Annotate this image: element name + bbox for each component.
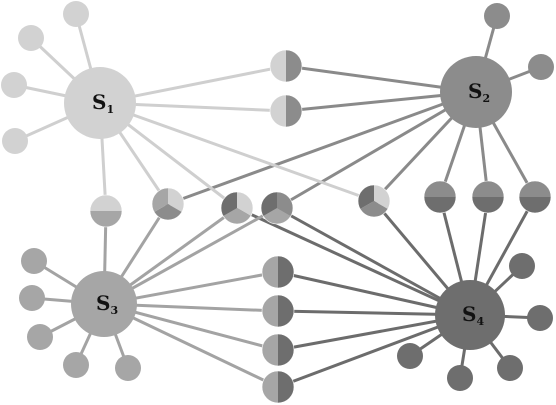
shared-node-s2-s4-b bbox=[471, 180, 505, 214]
shared-node-s2-s3-s4 bbox=[260, 191, 294, 225]
hub-s1: S1 bbox=[64, 67, 136, 139]
leaf-node-s3-2 bbox=[19, 285, 45, 311]
leaf-node-s4-5 bbox=[397, 343, 423, 369]
hub-subscript: 1 bbox=[106, 103, 114, 116]
leaf-node-s2-1 bbox=[484, 3, 510, 29]
hub-s2: S2 bbox=[440, 56, 512, 128]
leaf-node-s1-2 bbox=[63, 1, 89, 27]
hub-subscript: 3 bbox=[110, 304, 118, 317]
shared-node-s2-s4-a bbox=[423, 180, 457, 214]
edge-s1-shared-node-s1-s2-s4 bbox=[99, 101, 375, 203]
shared-node-s1-s3-s4 bbox=[220, 191, 254, 225]
hub-label-s1: S1 bbox=[92, 90, 114, 116]
hub-s3: S3 bbox=[71, 271, 137, 337]
leaf-node-s4-2 bbox=[527, 305, 553, 331]
leaf-node-s1-4 bbox=[2, 128, 28, 154]
leaf-node-s3-1 bbox=[21, 248, 47, 274]
hub-label-s4: S4 bbox=[462, 302, 484, 328]
hub-letter: S bbox=[468, 79, 482, 103]
hub-letter: S bbox=[462, 302, 476, 326]
leaf-node-s1-1 bbox=[18, 25, 44, 51]
hub-subscript: 4 bbox=[476, 315, 484, 328]
leaf-node-s4-3 bbox=[497, 355, 523, 381]
hub-letter: S bbox=[92, 90, 106, 114]
leaf-node-s3-4 bbox=[63, 352, 89, 378]
edge-s2-shared-node-s1-s2-s3 bbox=[167, 90, 477, 206]
leaf-node-s4-1 bbox=[509, 253, 535, 279]
shared-node-s1-s2-bottom bbox=[269, 94, 303, 128]
shared-node-s1-s2-top bbox=[269, 49, 303, 83]
leaf-node-s3-5 bbox=[115, 355, 141, 381]
hub-subscript: 2 bbox=[482, 92, 490, 105]
leaf-node-s4-4 bbox=[447, 365, 473, 391]
shared-node-s2-s4-c bbox=[518, 180, 552, 214]
edge-s2-shared-node-s2-s3-s4 bbox=[276, 90, 477, 210]
hub-s4: S4 bbox=[435, 280, 505, 350]
shared-node-s1-s2-s3 bbox=[151, 187, 185, 221]
shared-node-s3-s4-a bbox=[261, 255, 295, 289]
hub-letter: S bbox=[96, 291, 110, 315]
edge-s4-shared-node-s2-s3-s4 bbox=[276, 206, 471, 317]
shared-node-s1-s2-s4 bbox=[357, 184, 391, 218]
leaf-node-s1-3 bbox=[1, 72, 27, 98]
shared-node-s3-s4-c bbox=[261, 333, 295, 367]
leaf-node-s2-2 bbox=[528, 54, 554, 80]
shared-node-s3-s4-d bbox=[261, 370, 295, 404]
hub-label-s3: S3 bbox=[96, 291, 118, 317]
edge-s4-shared-node-s1-s3-s4 bbox=[236, 206, 471, 317]
shared-node-s3-s4-b bbox=[261, 294, 295, 328]
hub-label-s2: S2 bbox=[468, 79, 490, 105]
shared-node-s1-s3 bbox=[89, 194, 123, 228]
leaf-node-s3-3 bbox=[27, 324, 53, 350]
